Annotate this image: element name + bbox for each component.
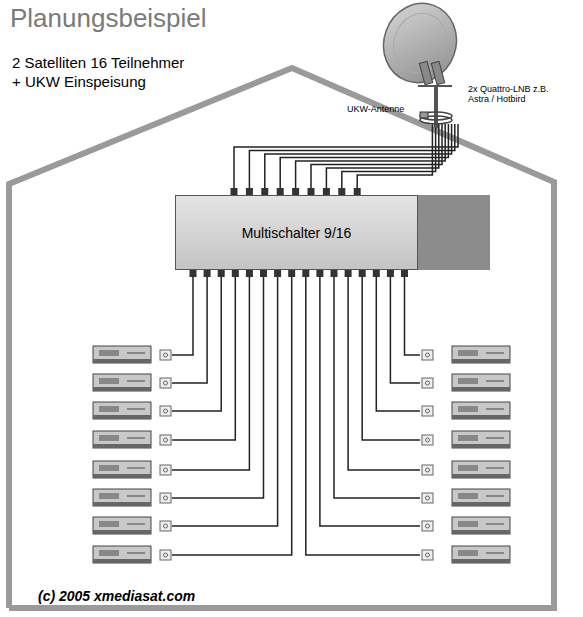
subtitle: + UKW Einspeisung — [12, 73, 146, 90]
lnb-label: 2x Quattro-LNB z.B. Astra / Hotbird — [468, 84, 560, 105]
multiswitch-power-block — [418, 195, 490, 270]
multiswitch-box: Multischalter 9/16 — [175, 195, 418, 270]
title: Planungsbeispiel — [10, 4, 207, 34]
receivers — [93, 346, 510, 563]
ukw-antenna — [420, 112, 452, 124]
cables — [172, 124, 458, 555]
device-name: Multischalter 9/16 — [242, 225, 352, 241]
subtitle: 2 Satelliten 16 Teilnehmer — [12, 54, 184, 71]
house-outline — [9, 68, 554, 608]
antenna-label: UKW-Antenne — [347, 104, 404, 114]
copyright-note: (c) 2005 xmediasat.com — [38, 588, 195, 604]
